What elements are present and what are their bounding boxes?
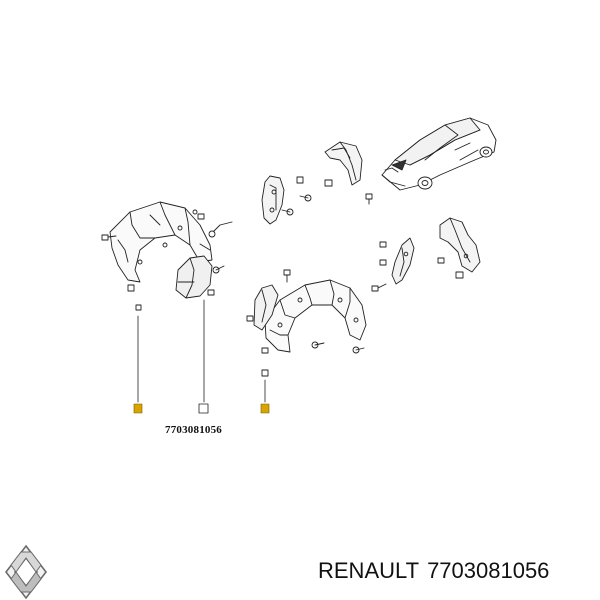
callout-box-1 (133, 403, 143, 414)
fasteners-top (281, 176, 373, 216)
rear-wheel-arch-liner (264, 279, 367, 353)
rear-mudflap-part (437, 217, 481, 279)
diagram-part-number: 7703081056 (165, 424, 222, 436)
footer-part-number: 7703081056 (427, 558, 550, 583)
front-mudflap-part (324, 141, 363, 186)
car-illustration (381, 117, 497, 191)
fasteners-left (101, 213, 233, 311)
renault-logo-icon (4, 544, 48, 600)
callout-leaders (137, 299, 266, 403)
callout-box-3 (260, 403, 270, 414)
fasteners-rear (246, 269, 387, 377)
left-cover-part (175, 255, 213, 299)
rear-liner-bracket (253, 284, 279, 331)
bracket-part (261, 175, 285, 225)
brand-name: RENAULT (318, 558, 420, 583)
left-wheel-arch-liner (109, 201, 213, 283)
right-rear-bracket (379, 237, 415, 285)
callout-box-2 (198, 403, 209, 414)
footer-title: RENAULT 7703081056 (318, 558, 557, 584)
